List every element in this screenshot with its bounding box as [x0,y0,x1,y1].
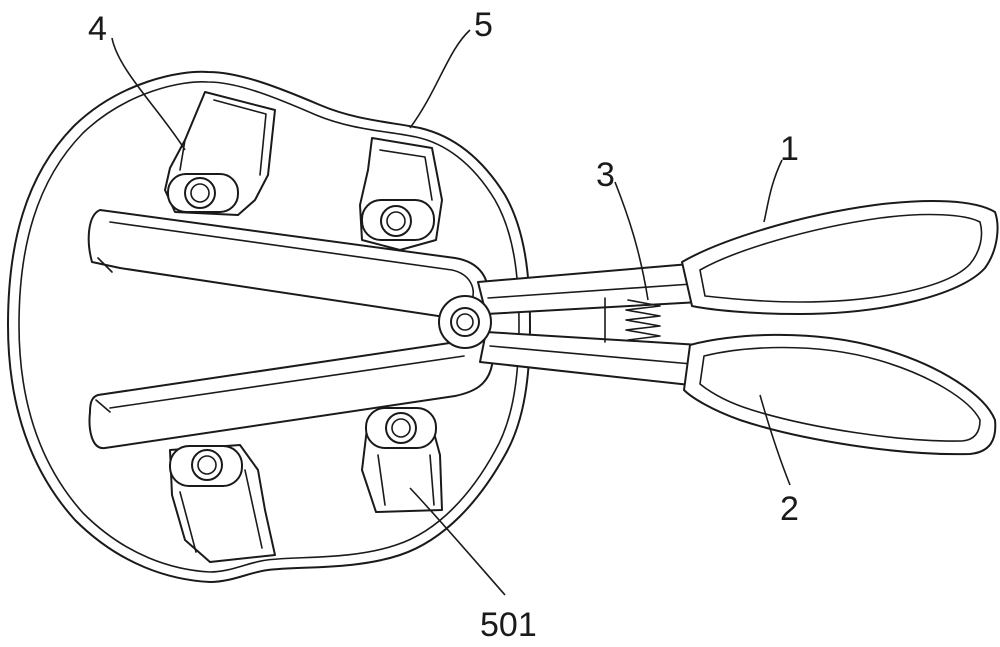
leader-lines [111,29,791,596]
base-plate [7,70,531,583]
label-part-2: 2 [780,490,799,528]
bolt-bottom-left [169,445,243,487]
label-part-4: 4 [88,10,107,48]
strap-bottom-left [169,444,276,563]
upper-handle [681,200,999,315]
bolt-top-left [167,173,239,213]
label-part-3: 3 [596,156,615,194]
label-part-501: 501 [480,606,537,644]
pivot-joint [438,295,492,349]
leader-501 [409,487,506,596]
leader-5 [409,29,471,129]
leader-1 [763,159,783,223]
label-part-1: 1 [780,130,799,168]
leader-3 [614,181,649,301]
strap-top-left [164,91,276,216]
label-part-5: 5 [474,6,493,44]
lower-arm [88,331,701,450]
bolt-bottom-right [365,407,437,449]
leader-2 [759,394,791,486]
leader-4 [111,37,186,151]
bolt-top-right [361,199,435,241]
spring [604,297,661,343]
lower-handle [683,333,997,456]
reference-labels: 1 2 3 4 5 501 [88,6,799,644]
